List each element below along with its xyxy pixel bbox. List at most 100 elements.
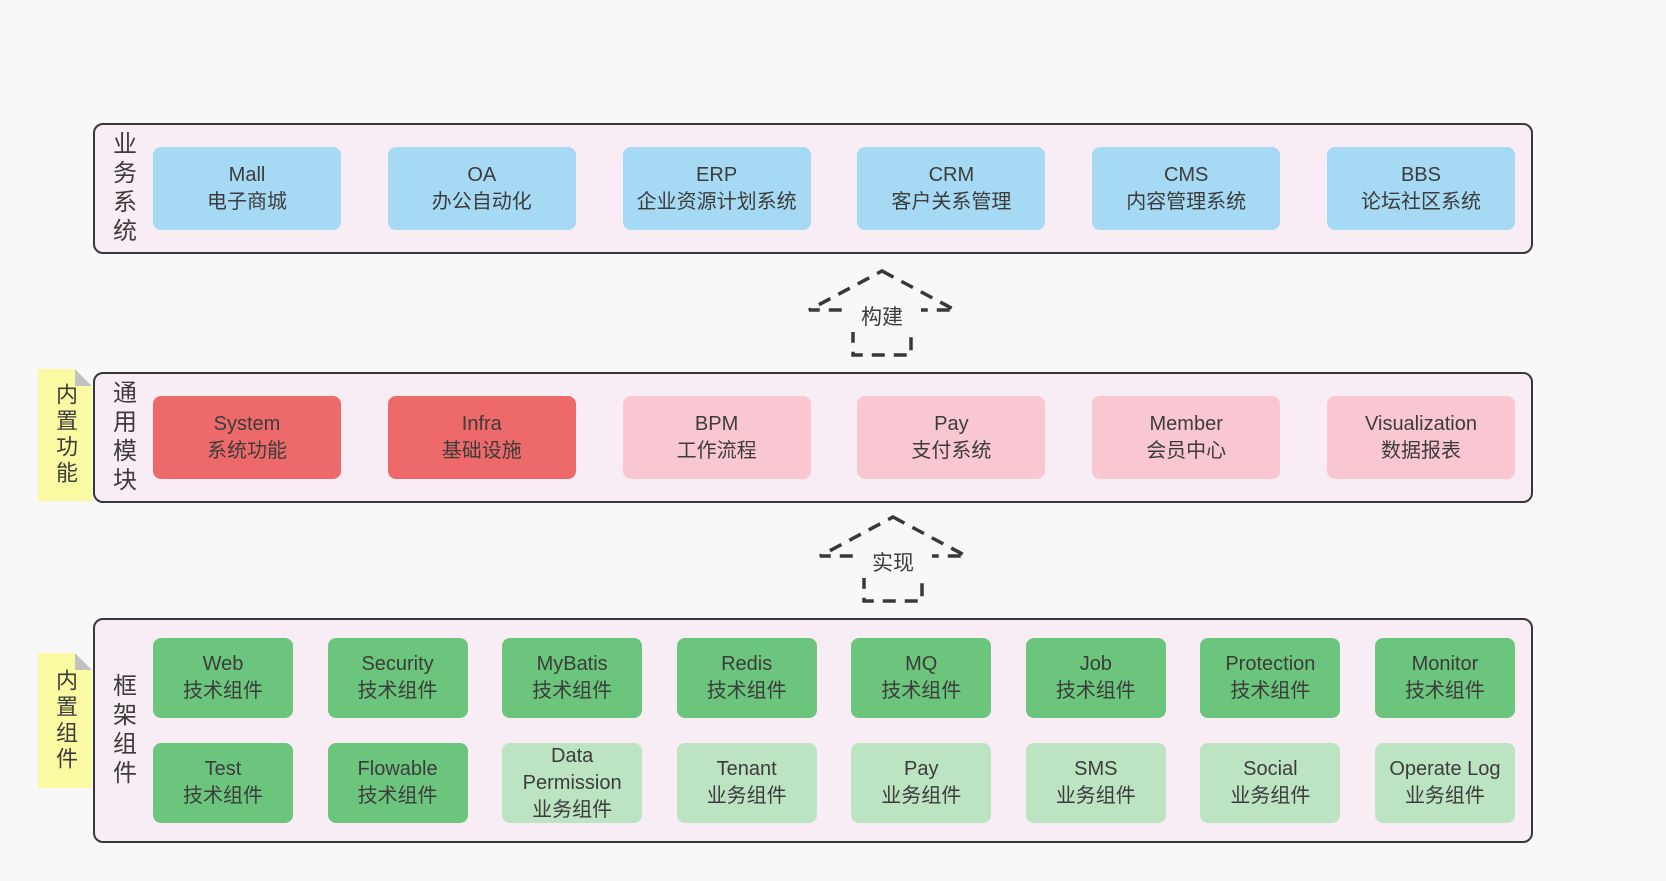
box-subtitle: 系统功能 [207, 439, 287, 462]
section-label-common-modules: 通用模块 [108, 379, 136, 496]
box-title: MyBatis [536, 653, 608, 675]
box-security: Security 技术组件 [327, 638, 468, 718]
arrow-label-backdrop [854, 542, 932, 578]
box-title: System [213, 412, 281, 435]
box-subtitle: 论坛社区系统 [1360, 190, 1481, 213]
arrow-outline [808, 269, 956, 357]
box-title: Member [1149, 412, 1223, 435]
arrow-outline [819, 515, 967, 603]
box-subtitle: 业务组件 [1404, 785, 1485, 807]
section-label-business-systems: 业务系统 [108, 130, 136, 247]
box-title: ERP [696, 163, 738, 186]
box-subtitle: 技术组件 [532, 680, 613, 702]
business-systems-box-grid: Mall 电子商城 OA 办公自动化 ERP 企业资源计划系统 CRM 客户关系管理 CMS 内容… [153, 125, 1515, 252]
box-subtitle: 业务组件 [1230, 785, 1311, 807]
box-title: Redis [721, 653, 773, 675]
section-label-framework-components: 框架组件 [108, 672, 136, 789]
box-title: Web [202, 653, 244, 675]
box-visualization: Visualization 数据报表 [1326, 396, 1515, 479]
sticky-note-text: 内置功能 [53, 383, 78, 487]
box-title: Operate Log [1389, 758, 1501, 780]
section-framework-components: 框架组件 Web 技术组件 Security 技术组件 MyBatis 技术组件 Redis… [93, 618, 1533, 843]
box-title: Flowable [357, 758, 438, 780]
box-title: Social [1243, 758, 1298, 780]
box-title: Pay [904, 758, 939, 780]
box-test: Test 技术组件 [153, 743, 293, 823]
box-subtitle: 业务组件 [1055, 785, 1136, 807]
box-subtitle: 业务组件 [881, 785, 962, 807]
sticky-note-text: 内置组件 [53, 668, 78, 773]
box-title: OA [467, 163, 497, 186]
box-subtitle: 内容管理系统 [1126, 190, 1247, 213]
box-protection: Protection 技术组件 [1200, 638, 1341, 718]
box-subtitle: 技术组件 [1404, 680, 1485, 702]
section-business-systems: 业务系统 Mall 电子商城 OA 办公自动化 ERP 企业资源计划系统 CRM 客户关系管理… [93, 123, 1533, 254]
box-pay: Pay 业务组件 [851, 743, 992, 823]
box-title: SMS [1074, 758, 1118, 780]
box-subtitle: 技术组件 [183, 680, 263, 702]
box-web: Web 技术组件 [153, 638, 293, 718]
sticky-note-builtin-components: 内置组件 [38, 653, 92, 788]
box-subtitle: 支付系统 [911, 439, 992, 462]
box-cms: CMS 内容管理系统 [1092, 147, 1281, 230]
box-mybatis: MyBatis 技术组件 [502, 638, 643, 718]
box-subtitle: 业务组件 [706, 785, 787, 807]
box-subtitle: 技术组件 [1055, 680, 1136, 702]
box-subtitle: 工作流程 [676, 439, 757, 462]
box-pay: Pay 支付系统 [857, 396, 1046, 479]
box-title: Protection [1225, 653, 1316, 675]
box-system: System 系统功能 [153, 396, 341, 479]
box-title: Security [361, 653, 434, 675]
box-subtitle: 会员中心 [1146, 439, 1227, 462]
box-subtitle: 电子商城 [207, 190, 287, 213]
box-subtitle: 客户关系管理 [891, 190, 1012, 213]
box-monitor: Monitor 技术组件 [1374, 638, 1515, 718]
box-subtitle: 技术组件 [183, 785, 263, 807]
box-oa: OA 办公自动化 [387, 147, 576, 230]
box-title: Infra [461, 412, 502, 435]
dashed-up-arrow-build: 构建 [808, 269, 956, 357]
box-subtitle: 基础设施 [441, 439, 522, 462]
arrow-label-backdrop [843, 296, 921, 332]
box-subtitle: 办公自动化 [431, 190, 532, 213]
box-subtitle: 技术组件 [706, 680, 787, 702]
box-mall: Mall 电子商城 [153, 147, 341, 230]
box-crm: CRM 客户关系管理 [857, 147, 1046, 230]
box-subtitle: 技术组件 [1230, 680, 1311, 702]
box-title: BPM [694, 412, 739, 435]
box-title: CRM [928, 163, 975, 186]
box-subtitle: 技术组件 [357, 680, 438, 702]
box-title: Tenant [716, 758, 777, 780]
box-title: Test [204, 758, 242, 780]
dashed-up-arrow-implement: 实现 [819, 515, 967, 603]
box-data-permission: Data Permission 业务组件 [502, 743, 643, 823]
box-social: Social 业务组件 [1200, 743, 1341, 823]
box-subtitle: 业务组件 [532, 798, 613, 821]
folded-corner-icon [75, 369, 92, 386]
box-bbs: BBS 论坛社区系统 [1326, 147, 1515, 230]
box-title: Mall [228, 163, 266, 186]
box-title: MQ [905, 653, 938, 675]
sticky-note-builtin-features: 内置功能 [38, 369, 92, 501]
box-title: Pay [934, 412, 969, 435]
box-title: Monitor [1411, 653, 1479, 675]
arrow-label: 实现 [872, 552, 914, 575]
common-modules-box-grid: System 系统功能 Infra 基础设施 BPM 工作流程 Pay 支付系统 Member 会… [153, 374, 1515, 501]
box-erp: ERP 企业资源计划系统 [622, 147, 811, 230]
box-title: Data Permission [522, 744, 622, 794]
box-operate-log: Operate Log 业务组件 [1374, 743, 1515, 823]
box-tenant: Tenant 业务组件 [676, 743, 817, 823]
box-sms: SMS 业务组件 [1025, 743, 1166, 823]
box-title: Visualization [1365, 412, 1477, 435]
section-common-modules: 通用模块 System 系统功能 Infra 基础设施 BPM 工作流程 Pay 支付系统 Me… [93, 372, 1533, 503]
box-title: CMS [1163, 163, 1209, 186]
box-title: BBS [1400, 163, 1441, 186]
box-subtitle: 数据报表 [1380, 439, 1461, 462]
box-title: Job [1079, 653, 1112, 675]
box-infra: Infra 基础设施 [387, 396, 576, 479]
box-subtitle: 企业资源计划系统 [636, 190, 797, 213]
box-job: Job 技术组件 [1025, 638, 1166, 718]
box-subtitle: 技术组件 [881, 680, 962, 702]
